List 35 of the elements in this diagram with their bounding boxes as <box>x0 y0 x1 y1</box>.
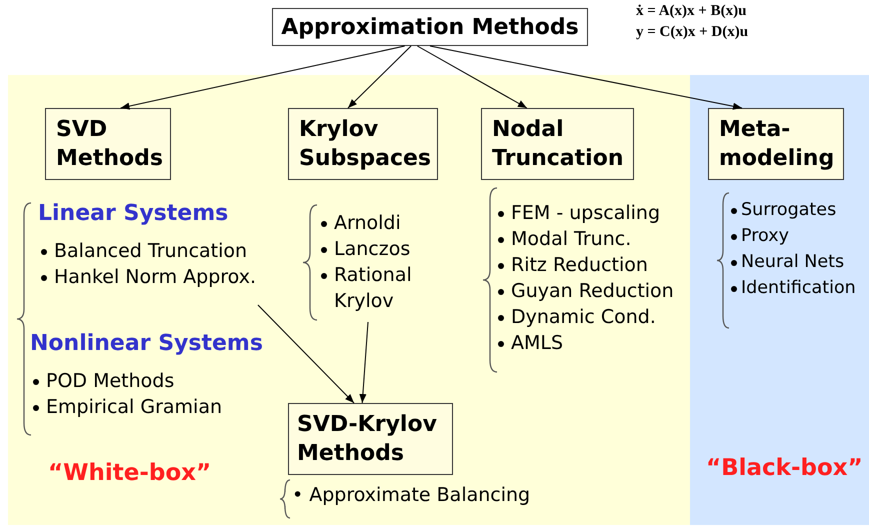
list-item: Guyan Reduction <box>495 278 690 304</box>
list-item: Proxy <box>728 223 869 249</box>
list-item: Dynamic Cond. <box>495 304 690 330</box>
list-item: Arnoldi <box>318 210 443 236</box>
list-item: Modal Trunc. <box>495 226 690 252</box>
arrow <box>359 322 368 404</box>
section-heading: Linear Systems <box>38 200 230 228</box>
process-box: Krylov Subspaces <box>288 108 438 180</box>
arrow <box>120 46 406 110</box>
category-label: “White-box” <box>48 460 212 486</box>
process-box: Nodal Truncation <box>481 108 634 180</box>
list-item: Rational Krylov <box>318 262 443 314</box>
equation: ẋ = A(x)x + B(x)u <box>636 3 746 20</box>
list-item: Identification <box>728 275 869 301</box>
list-item: Hankel Norm Approx. <box>38 264 303 290</box>
list-item: AMLS <box>495 330 690 356</box>
arrow <box>430 46 742 110</box>
list-item: FEM - upscaling <box>495 200 690 226</box>
list-item: Ritz Reduction <box>495 252 690 278</box>
section-heading: Nonlinear Systems <box>30 330 264 358</box>
list-item: Balanced Truncation <box>38 238 303 264</box>
list-item: • Approximate Balancing <box>292 484 530 506</box>
equation: y = C(x)x + D(x)u <box>636 24 748 41</box>
process-box: Approximation Methods <box>272 8 588 46</box>
process-box: Meta-modeling <box>708 108 844 180</box>
process-box: SVD Methods <box>45 108 171 180</box>
arrow <box>257 304 354 404</box>
list-item: Lanczos <box>318 236 443 262</box>
arrow <box>348 46 412 108</box>
list-item: Neural Nets <box>728 249 869 275</box>
list-item: Surrogates <box>728 197 869 223</box>
category-label: “Black-box” <box>706 455 863 481</box>
arrow <box>416 46 528 108</box>
process-box: SVD-Krylov Methods <box>288 403 453 475</box>
list-item: POD Methods <box>30 368 295 394</box>
